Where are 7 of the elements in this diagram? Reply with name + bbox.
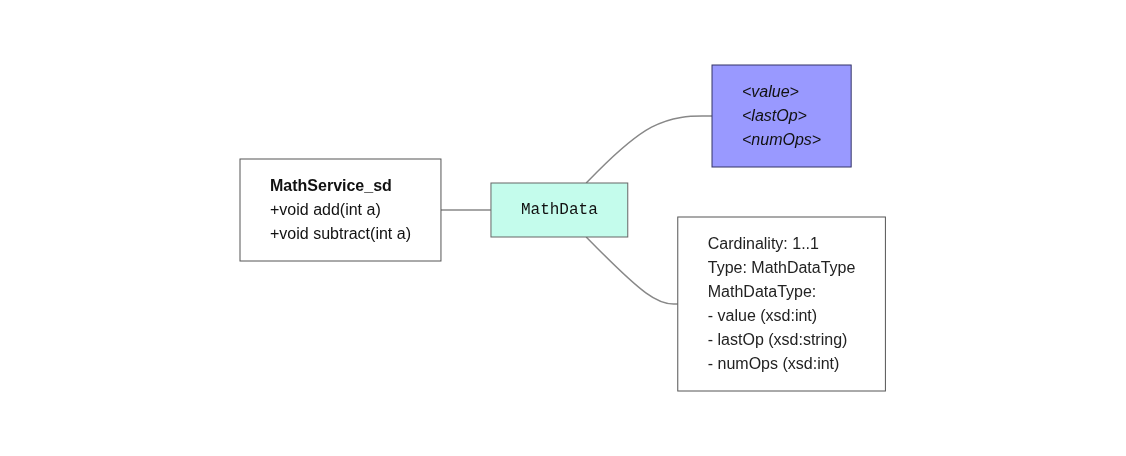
- connector: [585, 115, 714, 184]
- node-box: MathService_sd +void add(int a) +void subtract(int a): [239, 158, 442, 262]
- node-box: <value> <lastOp> <numOps>: [711, 64, 852, 168]
- node-box: Cardinality: 1..1 Type: MathDataType MathDataType: - value (xsd:int) - lastOp (xsd:string) - numOps (xsd:int): [677, 216, 887, 392]
- connector: [440, 209, 492, 211]
- connector: [585, 236, 679, 305]
- node-box: MathData: [490, 182, 629, 238]
